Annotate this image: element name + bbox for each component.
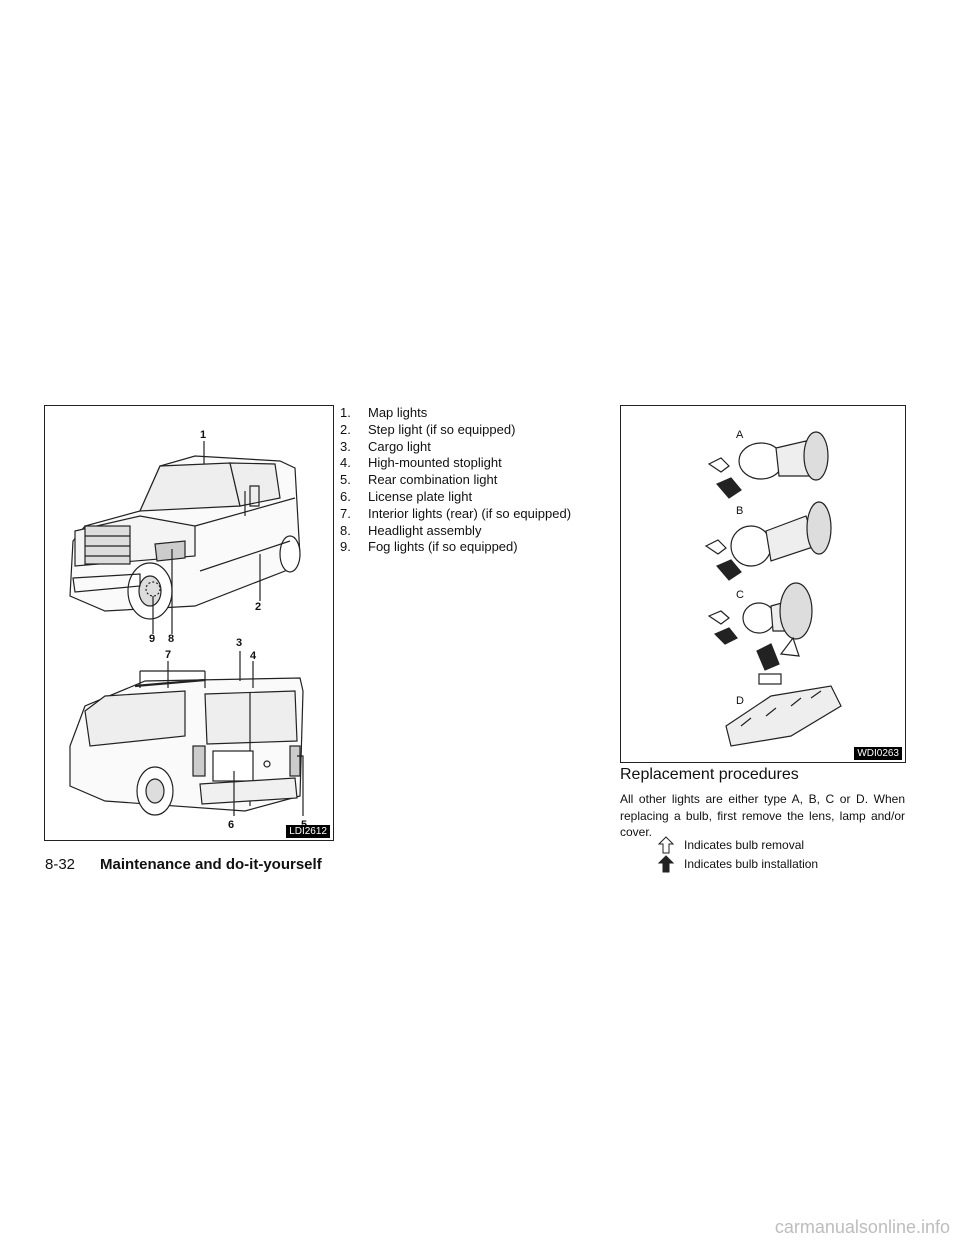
section-title: Replacement procedures	[620, 766, 799, 783]
page-number: 8-32	[45, 856, 76, 873]
legend-installation: Indicates bulb installation	[684, 857, 819, 871]
list-item: 1.Map lights	[340, 405, 428, 420]
callout-3: 3	[236, 637, 242, 649]
figure-code-right: WDI0263	[854, 747, 902, 760]
list-item: 4.High-mounted stoplight	[340, 455, 502, 471]
legend-removal: Indicates bulb removal	[684, 838, 805, 852]
parts-list: 1.Map lights 2.Step light (if so equippe…	[340, 405, 571, 556]
callout-2: 2	[255, 601, 261, 613]
figure-code-left: LDI2612	[286, 825, 330, 838]
van-lights-figure: 1 2 3 4 5 6 7 8 9 LDI2612	[44, 405, 334, 841]
callout-6: 6	[228, 819, 234, 831]
callout-9: 9	[149, 633, 155, 645]
solid-arrow-up-icon	[657, 855, 675, 878]
list-item: 9.Fog lights (if so equipped)	[340, 539, 518, 555]
bulb-label-d: D	[736, 695, 744, 707]
list-item: 3.Cargo light	[340, 438, 431, 454]
van-illustration: 1 2 3 4 5 6 7 8 9	[69, 429, 307, 831]
section-body: All other lights are either type A, B, C…	[620, 792, 905, 839]
list-item: 7.Interior lights (rear) (if so equipped…	[340, 505, 572, 521]
bulb-types-figure: A B C D WDI0263	[620, 405, 906, 763]
callout-8: 8	[168, 633, 174, 645]
watermark: carmanualsonline.info	[774, 1217, 950, 1237]
bulb-illustration: A B C D	[704, 429, 842, 747]
section-name: Maintenance and do-it-yourself	[100, 856, 322, 873]
list-item: 2.Step light (if so equipped)	[340, 421, 516, 437]
bulb-label-c: C	[736, 589, 744, 601]
callout-1: 1	[200, 429, 206, 441]
list-item: 8.Headlight assembly	[340, 522, 482, 538]
outline-arrow-up-icon	[657, 836, 675, 859]
bulb-label-a: A	[736, 429, 744, 441]
callout-4: 4	[250, 650, 257, 662]
bulb-label-b: B	[736, 505, 743, 517]
callout-7: 7	[165, 649, 171, 661]
list-item: 6.License plate light	[340, 488, 473, 504]
list-item: 5.Rear combination light	[340, 472, 498, 488]
